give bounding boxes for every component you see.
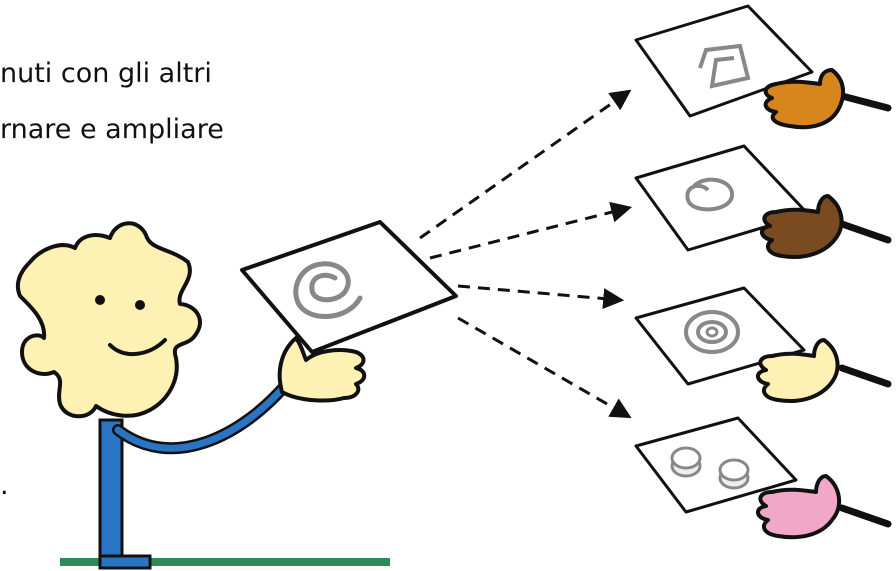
puzzle-head-icon <box>15 221 202 419</box>
caption-line-3: . <box>0 470 9 501</box>
caption-line-1: nuti con gli altri <box>0 58 212 89</box>
person-body <box>98 374 296 570</box>
recipient-3 <box>634 286 892 403</box>
hand-brown-icon <box>760 194 844 259</box>
recipient-4 <box>634 416 892 540</box>
caption-line-2: rnare e ampliare <box>0 114 224 145</box>
recipient-2 <box>634 144 892 259</box>
hand-pale-icon <box>756 338 840 403</box>
recipient-1 <box>634 4 892 130</box>
dashed-arrow-2 <box>429 201 633 260</box>
sheet-spiral-center <box>240 220 458 354</box>
ground-line <box>60 558 390 566</box>
coins-icon <box>670 446 750 490</box>
dashed-arrow-4 <box>457 316 632 419</box>
giving-hand-icon <box>277 336 367 403</box>
hand-orange-icon <box>763 68 846 130</box>
dashed-arrows <box>419 89 633 419</box>
dashed-arrow-3 <box>457 284 625 310</box>
hand-pink-icon <box>756 474 842 540</box>
dashed-arrow-1 <box>419 89 632 240</box>
